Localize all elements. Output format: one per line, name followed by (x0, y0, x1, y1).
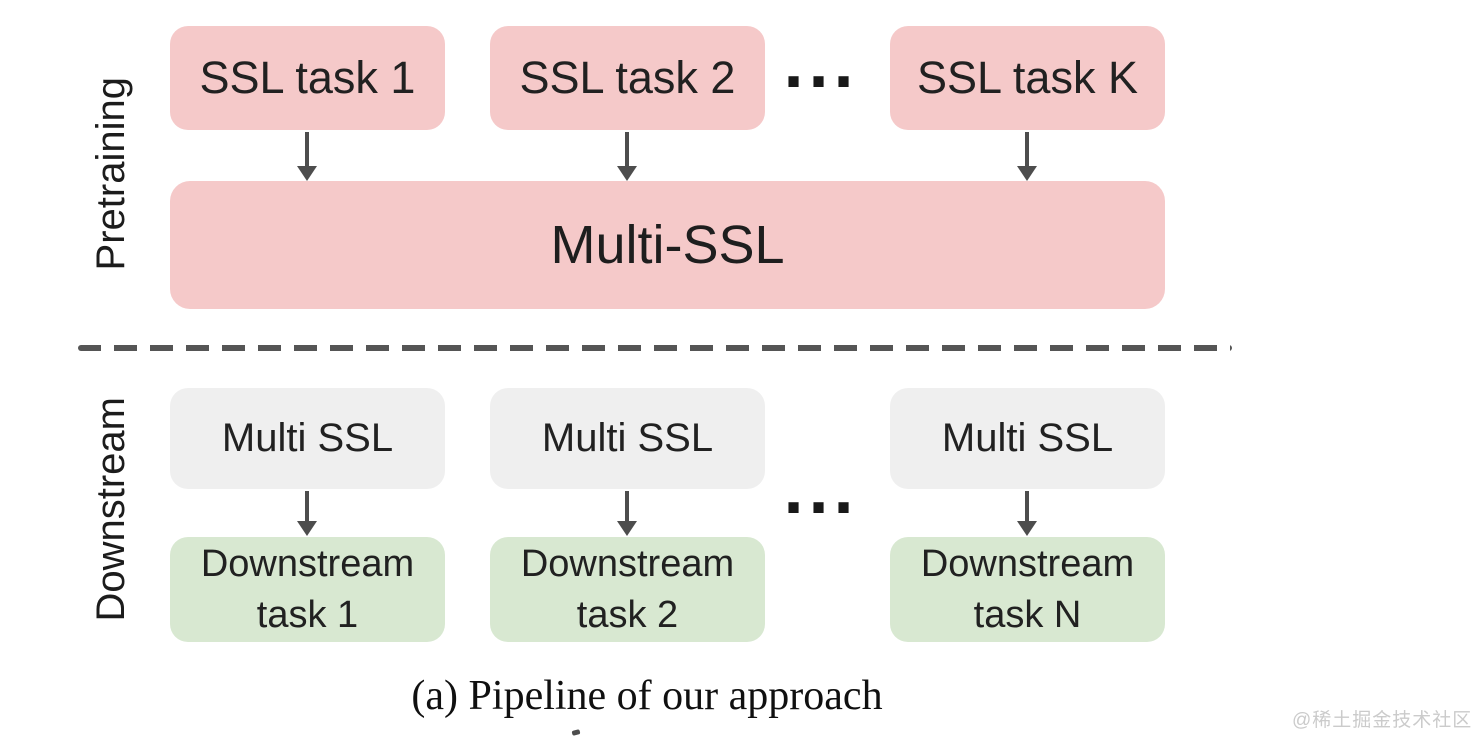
arrow-head (1017, 521, 1037, 536)
arrow-head (297, 166, 317, 181)
ssl-task-1-label: SSL task 1 (199, 52, 416, 103)
pretraining-section-label-text: Pretraining (88, 77, 133, 271)
arrow-head (617, 166, 637, 181)
arrow-down-icon (616, 491, 638, 536)
arrow-shaft (1025, 132, 1029, 166)
downstream-task-1-line2: task 1 (256, 593, 359, 636)
ssl-task-k-label: SSL task K (917, 52, 1138, 103)
caption-artifact-mark (571, 729, 581, 736)
section-separator-dashed-line (78, 345, 1232, 351)
ssl-task-k-box: SSL task K (890, 26, 1165, 130)
multi-ssl-encoder-2-box: Multi SSL (490, 388, 765, 489)
ssl-task-2-label: SSL task 2 (519, 52, 736, 103)
multi-ssl-encoder-n-label: Multi SSL (941, 416, 1114, 460)
downstream-task-2-line2: task 2 (576, 593, 679, 636)
arrow-shaft (305, 491, 309, 521)
downstream-section-label: Downstream (84, 392, 138, 626)
arrow-shaft (625, 491, 629, 521)
arrow-down-icon (616, 132, 638, 181)
multi-ssl-label: Multi-SSL (550, 215, 785, 275)
downstream-task-1-line1: Downstream (200, 543, 415, 586)
arrow-down-icon (1016, 132, 1038, 181)
multi-ssl-encoder-1-box: Multi SSL (170, 388, 445, 489)
figure-caption: (a) Pipeline of our approach (411, 673, 883, 719)
ellipsis-downstream: ··· (783, 468, 859, 548)
arrow-head (617, 521, 637, 536)
arrow-head (297, 521, 317, 536)
downstream-section-label-text: Downstream (88, 396, 133, 622)
downstream-task-n-line2: task N (973, 593, 1082, 636)
ssl-task-2-box: SSL task 2 (490, 26, 765, 130)
arrow-shaft (1025, 491, 1029, 521)
arrow-down-icon (1016, 491, 1038, 536)
arrow-shaft (305, 132, 309, 166)
arrow-head (1017, 166, 1037, 181)
downstream-task-n-box: Downstream task N (890, 537, 1165, 642)
arrow-down-icon (296, 132, 318, 181)
downstream-task-2-box: Downstream task 2 (490, 537, 765, 642)
multi-ssl-encoder-2-label: Multi SSL (541, 416, 714, 460)
arrow-down-icon (296, 491, 318, 536)
ellipsis-pretraining: ··· (783, 42, 859, 122)
multi-ssl-encoder-1-label: Multi SSL (221, 416, 394, 460)
arrow-shaft (625, 132, 629, 166)
downstream-task-n-line1: Downstream (920, 543, 1135, 586)
pretraining-section-label: Pretraining (84, 60, 138, 288)
multi-ssl-box: Multi-SSL (170, 181, 1165, 309)
downstream-task-1-box: Downstream task 1 (170, 537, 445, 642)
watermark-text: @稀土掘金技术社区 (1292, 710, 1473, 731)
multi-ssl-encoder-n-box: Multi SSL (890, 388, 1165, 489)
downstream-task-2-line1: Downstream (520, 543, 735, 586)
ssl-task-1-box: SSL task 1 (170, 26, 445, 130)
